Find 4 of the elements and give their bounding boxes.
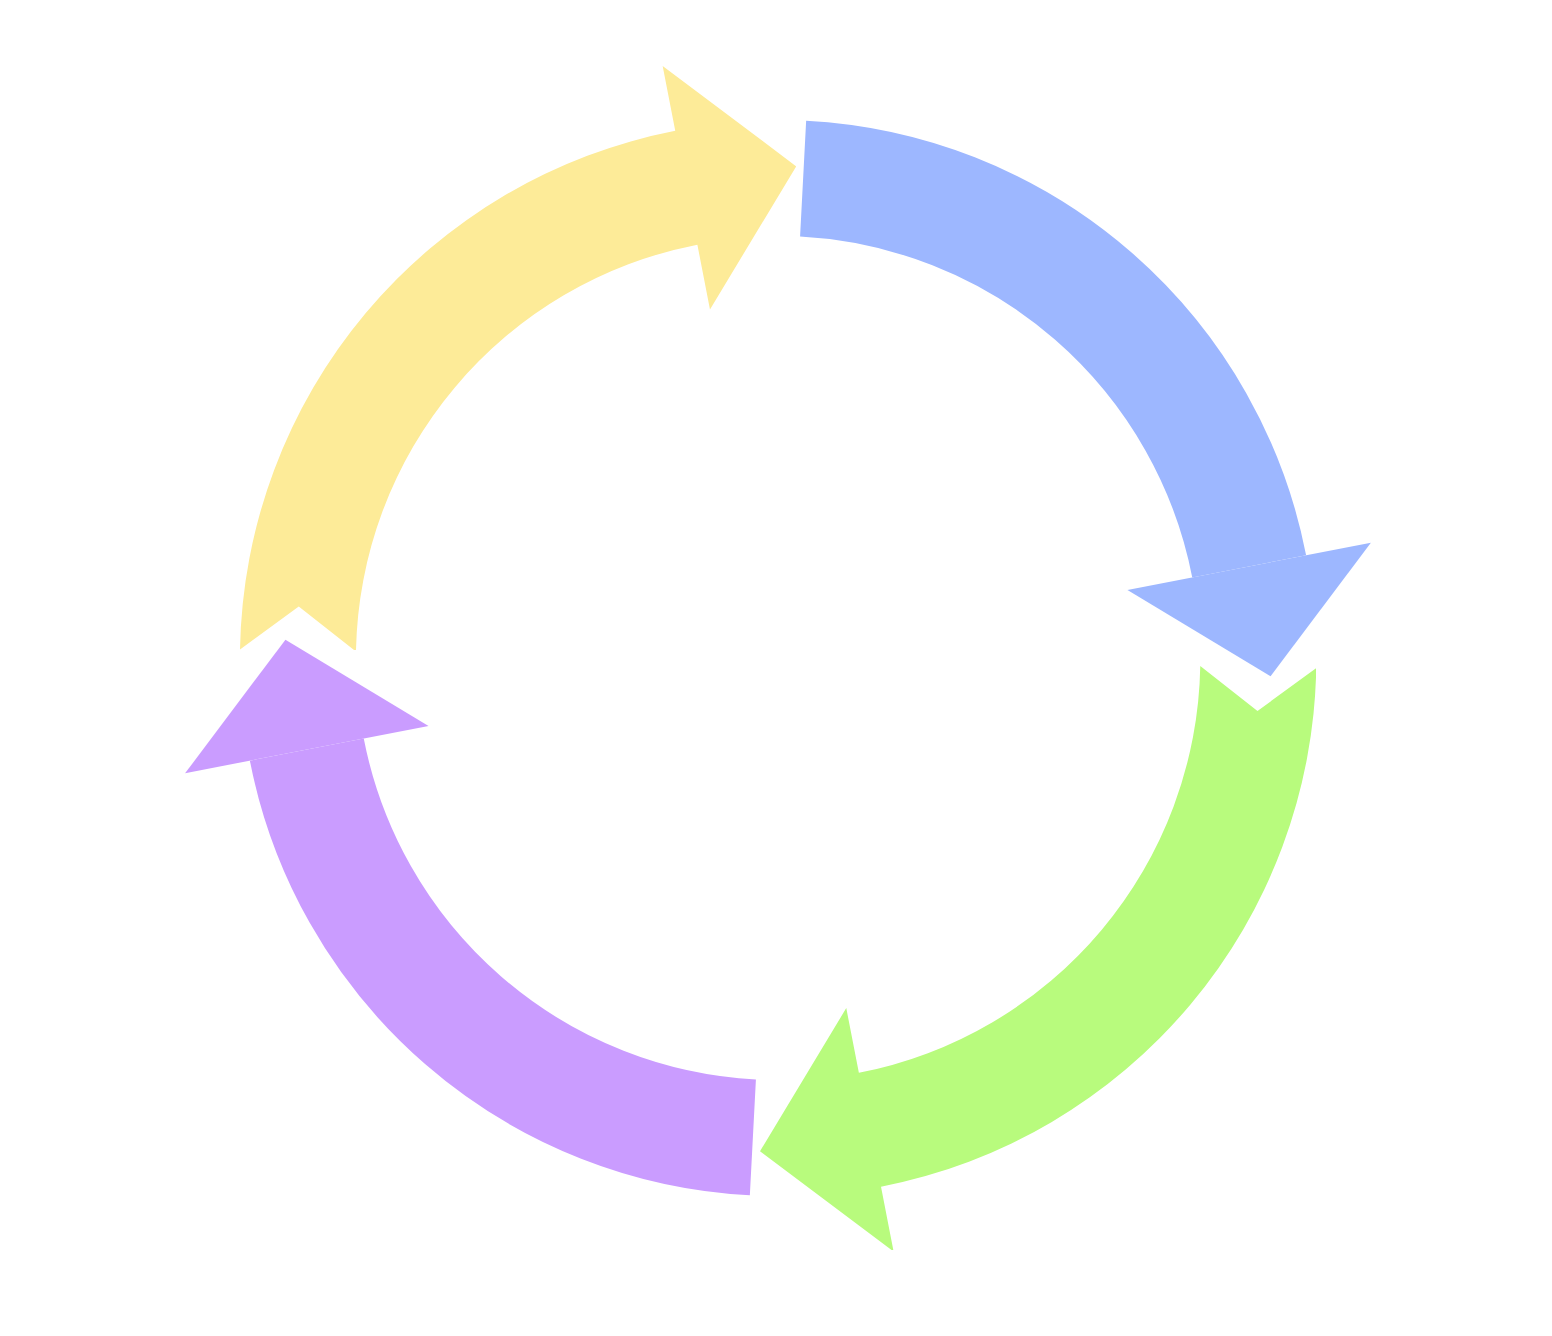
- curved-arrow: [240, 65, 797, 651]
- curved-arrow: [759, 665, 1316, 1251]
- curved-arrow: [186, 641, 760, 1195]
- curved-arrow: [796, 121, 1370, 675]
